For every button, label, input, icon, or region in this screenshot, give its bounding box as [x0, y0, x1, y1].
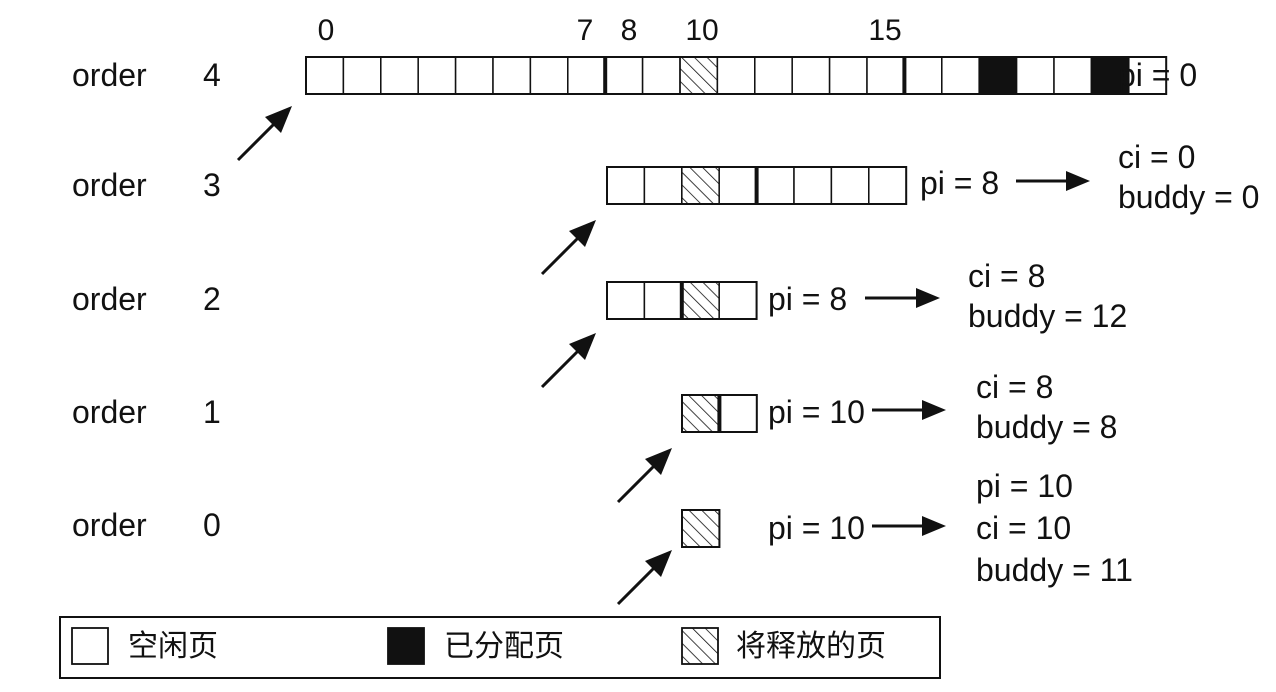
legend-free-label: 空闲页: [128, 629, 218, 664]
legend-releasing-label: 将释放的页: [736, 629, 886, 664]
result-arrow-order-2: [865, 288, 940, 308]
order-num-4: 4: [203, 57, 221, 93]
order-4-page-cell: [604, 56, 644, 95]
order-3-page-cell: [718, 166, 758, 205]
order-0-row-frame: [681, 509, 721, 548]
order-3-page-row: [606, 166, 908, 205]
order-3-page-cell: [830, 166, 870, 205]
order-labels: order 4 order 3 order 2 order 1 order 0: [72, 57, 221, 543]
order-word-0: order: [72, 507, 147, 543]
index-label-15: 15: [868, 14, 901, 47]
order-4-page-cell: [305, 56, 345, 95]
buddy-text-order-1: buddy = 8: [976, 409, 1117, 445]
order-2-page-cell: [606, 281, 646, 320]
pi-label-order-0: pi = 10: [768, 510, 865, 546]
order-4-page-cell: [454, 56, 494, 95]
legend-allocated-swatch: [387, 627, 425, 665]
result-arrows: [865, 171, 1090, 536]
step-arrow-to-order-2: [540, 333, 596, 389]
result-arrow-order-3: [1016, 171, 1090, 191]
order-4-page-row: [305, 56, 1168, 95]
order-3-page-cell: [606, 166, 646, 205]
order-4-page-cell: [791, 56, 831, 95]
order-4-page-cell: [941, 56, 980, 95]
order-4-page-cell: [716, 56, 756, 95]
order-4-page-cell: [492, 56, 532, 95]
order-0-page-cell: [681, 509, 721, 548]
order-4-page-cell: [903, 56, 943, 95]
buddy-text-order-3: buddy = 0: [1118, 179, 1259, 215]
order-3-row-frame: [606, 166, 908, 205]
order-4-page-cell: [417, 56, 457, 95]
order-4-page-cell: [641, 56, 681, 95]
order-0-page-row: [681, 509, 721, 548]
step-arrow-to-order-3: [540, 220, 596, 276]
ci-text-order-2: ci = 8: [968, 258, 1045, 294]
order-1-row-frame: [681, 394, 758, 433]
order-4-row-frame: [305, 56, 1168, 95]
legend: 空闲页 已分配页 将释放的页: [59, 616, 941, 679]
ci-text-order-3: ci = 0: [1118, 139, 1195, 175]
order-4-page-cell: [380, 56, 419, 95]
order-2-page-cell: [681, 281, 720, 320]
ci-text-order-0: ci = 10: [976, 510, 1071, 546]
pi-label-order-4: pi = 0: [1118, 57, 1197, 93]
index-label-7: 7: [577, 14, 594, 47]
order-2-row-frame: [606, 281, 758, 320]
order-word-2: order: [72, 281, 147, 317]
order-4-page-cell: [342, 56, 382, 95]
order-3-page-cell: [643, 166, 683, 205]
legend-allocated-label: 已分配页: [444, 629, 564, 664]
result-arrow-order-1: [872, 400, 946, 420]
order-1-page-cell: [718, 394, 758, 433]
order-1-page-row: [681, 394, 758, 433]
order-4-page-cell: [679, 56, 719, 95]
order-num-3: 3: [203, 167, 221, 203]
order-3-page-cell: [755, 166, 795, 205]
order-2-page-cell: [718, 281, 758, 320]
pi-labels: pi = 0 pi = 8 pi = 8 pi = 10 pi = 10: [768, 57, 1197, 546]
order-4-page-cell: [866, 56, 906, 95]
order-4-page-cell: [1053, 56, 1093, 95]
pi-label-order-2: pi = 8: [768, 281, 847, 317]
order-4-page-cell: [828, 56, 868, 95]
order-3-page-cell: [793, 166, 833, 205]
step-arrow-to-order-1: [616, 448, 672, 504]
order-4-page-cell: [529, 56, 569, 95]
legend-releasing-swatch: [681, 627, 719, 665]
index-labels: 0 7 8 10 15: [318, 14, 902, 47]
order-1-page-cell: [681, 394, 721, 433]
index-label-0: 0: [318, 14, 335, 47]
step-arrows: [236, 106, 672, 606]
order-num-2: 2: [203, 281, 221, 317]
order-num-1: 1: [203, 394, 221, 430]
order-4-page-cell: [978, 56, 1018, 95]
legend-frame: [59, 616, 941, 679]
index-label-8: 8: [621, 14, 638, 47]
order-3-page-cell: [681, 166, 720, 205]
pi-label-order-1: pi = 10: [768, 394, 865, 430]
pi-text-order-0: pi = 10: [976, 468, 1073, 504]
order-num-0: 0: [203, 507, 221, 543]
order-2-page-cell: [643, 281, 683, 320]
result-texts: ci = 0 buddy = 0 ci = 8 buddy = 12 ci = …: [968, 139, 1259, 588]
result-arrow-order-0: [872, 516, 946, 536]
step-arrow-to-order-4: [236, 106, 292, 162]
order-4-page-cell: [1015, 56, 1055, 95]
order-word-4: order: [72, 57, 147, 93]
order-2-page-row: [606, 281, 758, 320]
order-word-1: order: [72, 394, 147, 430]
index-label-10: 10: [685, 14, 718, 47]
order-word-3: order: [72, 167, 147, 203]
order-4-page-cell: [754, 56, 793, 95]
legend-free-swatch: [71, 627, 109, 665]
pi-label-order-3: pi = 8: [920, 165, 999, 201]
buddy-text-order-2: buddy = 12: [968, 298, 1127, 334]
ci-text-order-1: ci = 8: [976, 369, 1053, 405]
buddy-text-order-0: buddy = 11: [976, 552, 1133, 588]
step-arrow-to-order-0: [616, 550, 672, 606]
order-3-page-cell: [868, 166, 907, 205]
order-4-page-cell: [567, 56, 606, 95]
